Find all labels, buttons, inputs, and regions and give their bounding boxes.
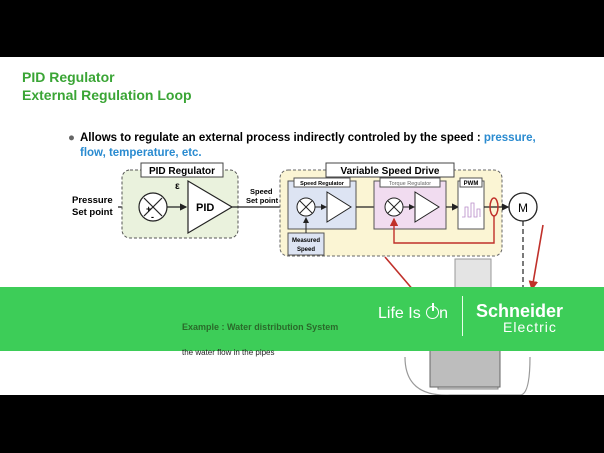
junction-cross-b xyxy=(143,197,163,217)
minus-sign: - xyxy=(151,212,154,222)
speed-label: Speed xyxy=(250,187,273,196)
pwm-waveform-icon xyxy=(462,202,481,218)
setpoint-label: Set point xyxy=(72,207,113,218)
bullet-highlight: pressure, flow, temperature, etc. xyxy=(80,132,536,159)
measured-speed-label: Speed xyxy=(297,247,315,253)
speed-regulator-tab xyxy=(293,177,351,188)
speed-cross-b xyxy=(299,200,313,214)
torque-regulator-tab xyxy=(379,177,441,188)
example-body: the water flow in the pipes xyxy=(182,348,275,357)
life-is-text: Life Is xyxy=(378,305,426,322)
red-arrow-right xyxy=(528,224,544,291)
speed-regulator-label: Speed Regulator xyxy=(300,181,345,187)
pwm-label: PWM xyxy=(464,181,479,187)
block-diagram: Pressure Set point PID Regulator + - ε P… xyxy=(72,162,544,314)
bullet-text: Allows to regulate an external process i… xyxy=(80,132,484,144)
motor-label: M xyxy=(518,201,528,215)
pid-regulator-tab xyxy=(140,162,224,178)
pwm-tab xyxy=(459,177,483,188)
power-icon xyxy=(426,303,440,319)
electric-wordmark: Electric xyxy=(503,319,557,335)
example-title: Example : Water distribution System xyxy=(182,322,339,332)
measured-label: Measured xyxy=(292,238,320,244)
slide-title: PID Regulator xyxy=(22,69,115,85)
torque-cross-b xyxy=(387,200,401,214)
slide-subtitle: External Regulation Loop xyxy=(22,87,192,103)
torque-gain-block xyxy=(414,191,440,223)
pid-block xyxy=(187,179,234,235)
vsd-tab xyxy=(325,162,455,178)
life-on-text: n xyxy=(439,305,449,322)
bullet-point: ● Allows to regulate an external process… xyxy=(68,131,560,161)
pump-motor xyxy=(429,346,501,388)
speed-gain-block xyxy=(326,191,352,223)
pid-regulator-label: PID Regulator xyxy=(149,166,215,177)
bullet-dot-icon: ● xyxy=(68,132,75,144)
pid-block-label: PID xyxy=(196,202,214,214)
speed-setpoint-label: Set point xyxy=(246,196,279,205)
pipe-loop xyxy=(404,356,531,395)
life-is-on-logo: Life Is n xyxy=(378,303,449,323)
epsilon-label: ε xyxy=(175,181,180,192)
brand-banner xyxy=(0,287,604,351)
torque-regulator-label: Torque Regulator xyxy=(389,181,431,187)
vsd-label: Variable Speed Drive xyxy=(341,166,440,177)
logo-separator xyxy=(462,296,463,336)
pressure-label: Pressure xyxy=(72,195,113,206)
schneider-wordmark: Schneider xyxy=(476,301,564,321)
current-feedback-line xyxy=(389,216,495,244)
plus-sign: + xyxy=(146,204,151,214)
